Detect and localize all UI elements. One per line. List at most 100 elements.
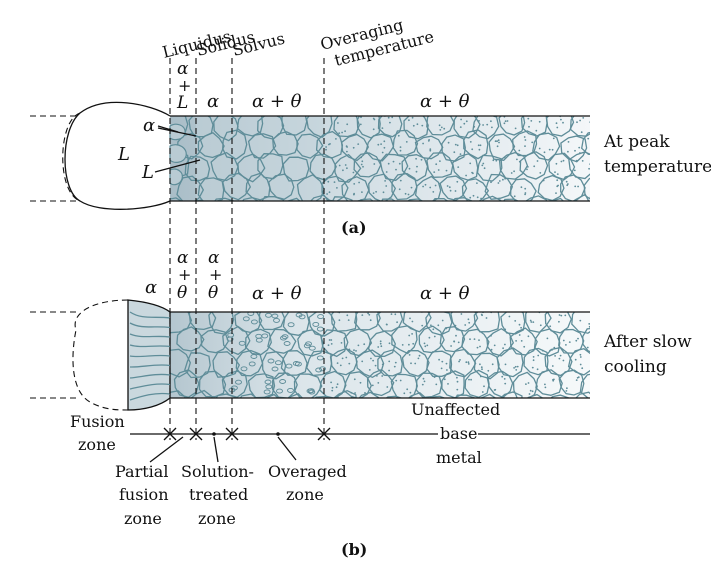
precipitate-dot xyxy=(388,406,390,408)
precipitate-dot xyxy=(481,391,484,393)
grain xyxy=(402,312,432,333)
precipitate-dot xyxy=(421,124,424,127)
precipitate-dot xyxy=(526,168,528,171)
coarse-precipitate xyxy=(264,379,272,385)
precipitate-dot xyxy=(588,403,590,405)
grain xyxy=(480,393,497,398)
precipitate-dot xyxy=(531,141,534,144)
precipitate-dot xyxy=(531,366,534,369)
grain xyxy=(329,347,358,376)
precipitate-dot xyxy=(406,388,409,391)
columnar-grain xyxy=(129,344,171,348)
precipitate-dot xyxy=(517,212,519,214)
precipitate-dot xyxy=(523,136,526,138)
coarse-precipitate xyxy=(295,312,303,318)
grain xyxy=(330,312,358,332)
precipitate-dot xyxy=(381,127,384,129)
precipitate-dot xyxy=(528,125,530,128)
grain xyxy=(401,154,429,182)
grain xyxy=(451,153,479,181)
precipitate-dot xyxy=(383,140,386,143)
grain xyxy=(365,133,395,162)
precipitate-dot xyxy=(417,357,420,360)
precipitate-dot xyxy=(344,164,347,166)
precipitate-dot xyxy=(480,197,482,200)
grain xyxy=(481,195,502,201)
precipitate-dot xyxy=(548,148,551,151)
precipitate-dot xyxy=(504,328,507,331)
coarse-precipitate xyxy=(308,389,316,395)
precipitate-dot xyxy=(327,344,330,347)
precipitate-dot xyxy=(577,185,579,188)
precipitate-dot xyxy=(372,128,375,131)
precipitate-dot xyxy=(336,210,338,212)
precipitate-dot xyxy=(593,412,595,414)
precipitate-dot xyxy=(468,209,470,211)
solution-dot xyxy=(212,432,216,436)
partial-fusion-label-1: Partial xyxy=(115,462,168,481)
precipitate-dot xyxy=(441,360,444,363)
precipitate-dot xyxy=(383,146,386,149)
precipitate-dot xyxy=(589,196,590,199)
precipitate-dot xyxy=(346,146,348,148)
precipitate-dot xyxy=(557,405,559,407)
grain xyxy=(526,393,544,398)
grain xyxy=(208,312,235,335)
precipitate-dot xyxy=(367,405,369,407)
grain xyxy=(486,327,515,357)
precipitate-dot xyxy=(346,150,348,153)
precipitate-dot xyxy=(455,334,457,337)
grain xyxy=(318,370,347,398)
grain xyxy=(381,198,396,201)
precipitate-dot xyxy=(478,120,480,122)
coarse-precipitate xyxy=(303,343,311,349)
precipitate-dot xyxy=(368,313,371,316)
coarse-precipitate xyxy=(263,389,271,395)
precipitate-dot xyxy=(598,141,600,143)
precipitate-dot xyxy=(527,382,530,384)
precipitate-dot xyxy=(567,141,570,143)
precipitate-dot xyxy=(562,216,564,218)
precipitate-dot xyxy=(597,385,599,387)
precipitate-dot xyxy=(336,362,339,364)
precipitate-dot xyxy=(556,179,559,182)
precipitate-dot xyxy=(495,159,498,162)
precipitate-dot xyxy=(443,378,446,381)
precipitate-dot xyxy=(485,317,488,319)
precipitate-dot xyxy=(554,171,556,174)
precipitate-dot xyxy=(518,323,521,326)
precipitate-dot xyxy=(327,180,330,183)
precipitate-dot xyxy=(555,122,558,125)
precipitate-dot xyxy=(579,353,582,356)
precipitate-dot xyxy=(401,344,404,346)
grain xyxy=(558,369,585,396)
precipitate-dot xyxy=(419,216,421,218)
coarse-precipitate xyxy=(317,314,325,320)
precipitate-dot xyxy=(479,375,482,378)
precipitate-dot xyxy=(446,185,449,187)
precipitate-dot xyxy=(589,121,590,123)
grain xyxy=(215,393,237,398)
precipitate-dot xyxy=(472,194,475,197)
precipitate-dot xyxy=(586,346,589,349)
grain xyxy=(484,173,514,200)
precipitate-dot xyxy=(574,149,576,152)
precipitate-dot xyxy=(412,124,415,127)
precipitate-dot xyxy=(336,383,339,386)
precipitate-dot xyxy=(434,184,437,187)
coarse-precipitate xyxy=(227,332,235,338)
precipitate-dot xyxy=(438,124,441,127)
precipitate-dot xyxy=(502,347,504,350)
grain xyxy=(461,178,490,201)
precipitate-dot xyxy=(435,383,438,386)
precipitate-dot xyxy=(592,342,594,344)
precipitate-dot xyxy=(432,328,435,331)
grain xyxy=(450,312,479,332)
grain xyxy=(321,175,349,201)
precipitate-dot xyxy=(513,195,516,198)
grain xyxy=(288,393,304,398)
precipitate-dot xyxy=(408,167,411,170)
precipitate-dot xyxy=(410,186,413,189)
precipitate-dot xyxy=(560,160,563,163)
